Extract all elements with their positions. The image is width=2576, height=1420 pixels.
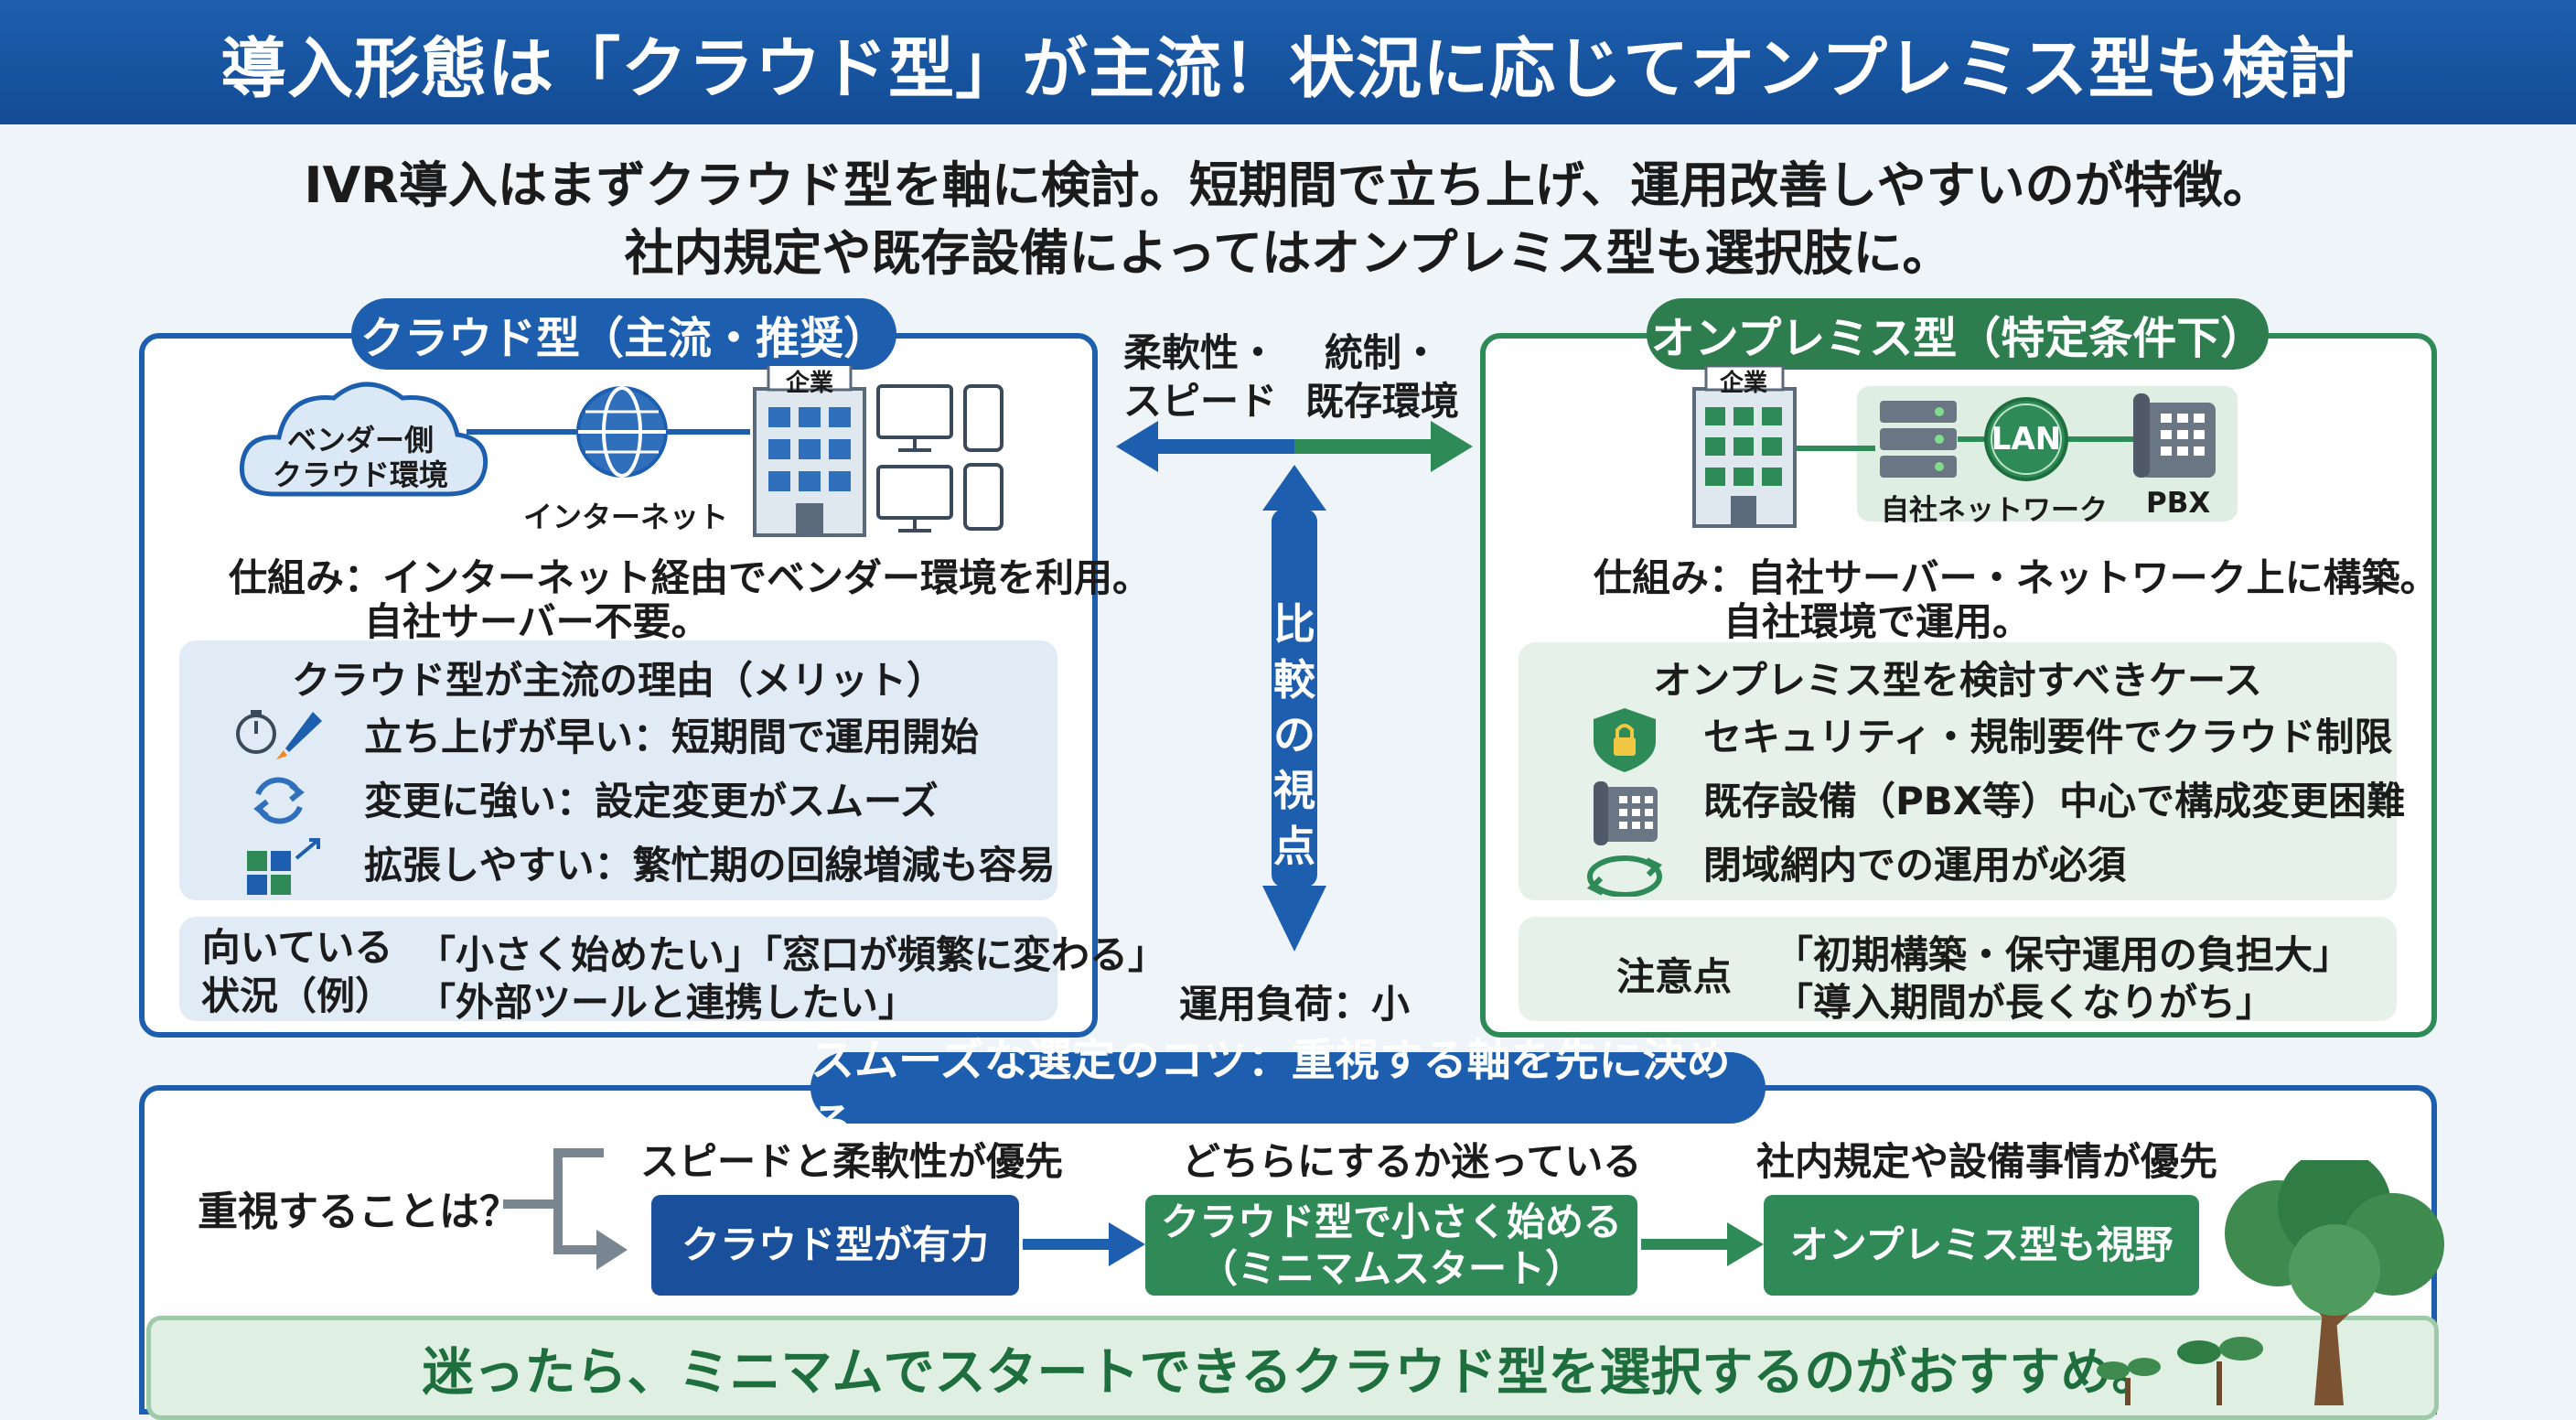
lan-label: LAN	[1991, 421, 2062, 457]
case-item-2: 既存設備（PBX等）中心で構成変更困難	[1703, 779, 2406, 823]
horizontal-double-arrow	[1116, 421, 1473, 472]
devices-icon	[876, 384, 1004, 532]
vendor-cloud-label-line2: クラウド環境	[272, 457, 448, 493]
tips-col3-label: 社内規定や設備事情が優先	[1756, 1139, 2218, 1184]
tree-illustration	[2097, 1160, 2444, 1405]
onprem-panel-title: オンプレミス型（特定条件下）	[1647, 298, 2269, 370]
internet-label: インターネット	[523, 500, 729, 534]
branch-arrow	[503, 1148, 604, 1254]
compare-left-line2: スピード	[1122, 378, 1277, 424]
company-sign: 企業	[785, 370, 833, 397]
caution-line1: 「初期構築・保守運用の負担大」	[1775, 932, 2352, 977]
expand-blocks-icon	[247, 838, 320, 895]
merit-item-3: 拡張しやすい：繁忙期の回線増減も容易	[364, 843, 1056, 888]
tips-col1-label: スピードと柔軟性が優先	[640, 1139, 1064, 1184]
cloud-fit-label: 向いている 状況（例）	[192, 924, 402, 1020]
compare-right-line2: 既存環境	[1304, 378, 1459, 424]
sprout-icon	[2097, 1337, 2263, 1405]
lead-line-1: IVR導入はまずクラウド型を軸に検討。短期間で立ち上げ、運用改善しやすいのが特徴…	[304, 156, 2272, 214]
page-title: 導入形態は「クラウド型」が主流！状況に応じてオンプレミス型も検討	[0, 0, 2576, 124]
vendor-cloud-label-line1: ベンダー側	[286, 423, 434, 457]
merit-item-1: 立ち上げが早い：短期間で運用開始	[364, 715, 980, 759]
compare-left-line1: 柔軟性・	[1122, 330, 1277, 375]
cloud-fit-label-line2: 状況（例）	[200, 973, 393, 1018]
compare-bottom-label: 運用負荷：小	[1178, 982, 1410, 1027]
onprem-architecture-diagram	[1692, 366, 2238, 528]
cloud-fit-line2: 「外部ツールと連携したい」	[417, 980, 918, 1025]
recommendation-banner: 迷ったら、ミニマムでスタートできるクラウド型を選択するのがおすすめ。	[146, 1316, 2439, 1420]
case-item-3: 閉域網内での運用が必須	[1703, 843, 2127, 888]
onprem-mechanism-line2: 自社環境で運用。	[1723, 599, 2032, 644]
network-label: 自社ネットワーク	[1881, 494, 2108, 527]
caution-label: 注意点	[1615, 954, 1732, 999]
minimum-start-line2: （ミニマムスタート）	[1198, 1246, 1583, 1291]
cloud-mechanism-line2: 自社サーバー不要。	[364, 599, 710, 644]
cloud-merits-title: クラウド型が主流の理由（メリット）	[291, 658, 945, 703]
tree-icon	[2225, 1160, 2444, 1405]
cloud-architecture-diagram	[239, 366, 1004, 537]
globe-icon	[576, 386, 668, 478]
comparison-arrows	[1116, 421, 1473, 952]
pbx-label: PBX	[2146, 487, 2211, 520]
compare-right-label: 統制・ 既存環境	[1295, 329, 1469, 425]
tips-connectors	[503, 1148, 628, 1270]
tips-question: 重視することは？	[198, 1189, 520, 1235]
minimum-start-line1: クラウド型で小さく始める	[1160, 1199, 1622, 1244]
server-rack-icon	[1880, 401, 1957, 478]
case-icons	[1586, 708, 1663, 897]
caution-line2: 「導入期間が長くなりがち」	[1775, 980, 2275, 1025]
tips-panel-title: スムーズな選定のコツ：重視する軸を先に決める	[810, 1035, 1766, 1150]
option-cloud-button[interactable]: クラウド型が有力	[651, 1195, 1019, 1296]
flow-arrow-1	[1023, 1222, 1145, 1266]
vendor-cloud-icon	[239, 382, 488, 497]
refresh-icon	[253, 777, 305, 824]
compare-left-label: 柔軟性・ スピード	[1118, 329, 1283, 425]
option-onprem-button[interactable]: オンプレミス型も視野	[1764, 1195, 2199, 1296]
onprem-cases-title: オンプレミス型を検討すべきケース	[1653, 658, 2262, 703]
cloud-fit-box	[179, 917, 1057, 1021]
company-building-icon	[1692, 366, 1797, 528]
phone-icon	[1594, 781, 1658, 845]
vertical-double-arrow	[1262, 465, 1326, 952]
stopwatch-rocket-icon	[236, 710, 322, 759]
cloud-fit-line1: 「小さく始めたい」「窓口が頻繁に変わる」	[417, 932, 1167, 977]
case-item-1: セキュリティ・規制要件でクラウド制限	[1703, 715, 2393, 759]
company-building-icon	[753, 366, 866, 537]
option-minimum-start-button[interactable]: クラウド型で小さく始める （ミニマムスタート）	[1145, 1195, 1637, 1296]
tips-col2-label: どちらにするか迷っている	[1182, 1139, 1642, 1184]
onprem-mechanism-line1: 仕組み：自社サーバー・ネットワーク上に構築。	[1594, 555, 2439, 600]
comparison-axis-label: 比較の視点	[1273, 599, 1315, 871]
onprem-company-sign: 企業	[1719, 370, 1767, 397]
cycle-icon	[1586, 855, 1663, 897]
flow-arrow-2	[1641, 1222, 1764, 1266]
cloud-panel-title: クラウド型（主流・推奨）	[351, 298, 896, 370]
shield-lock-icon	[1594, 708, 1656, 772]
caution-box	[1519, 917, 2397, 1021]
compare-right-line1: 統制・	[1324, 330, 1440, 375]
vendor-cloud-label: ベンダー側 クラウド環境	[251, 423, 470, 493]
cloud-mechanism-line1: 仕組み：インターネット経由でベンダー環境を利用。	[229, 555, 1152, 600]
cloud-fit-label-line1: 向いている	[201, 925, 393, 970]
onprem-cases-box	[1519, 642, 2397, 900]
merit-item-2: 変更に強い：設定変更がスムーズ	[364, 779, 939, 823]
lead-line-2: 社内規定や既存設備によってはオンプレミス型も選択肢に。	[624, 224, 1952, 282]
merit-icons	[236, 710, 322, 895]
pbx-phone-icon	[2133, 393, 2216, 478]
cloud-merits-box	[179, 640, 1057, 900]
lan-icon	[1984, 397, 2068, 481]
